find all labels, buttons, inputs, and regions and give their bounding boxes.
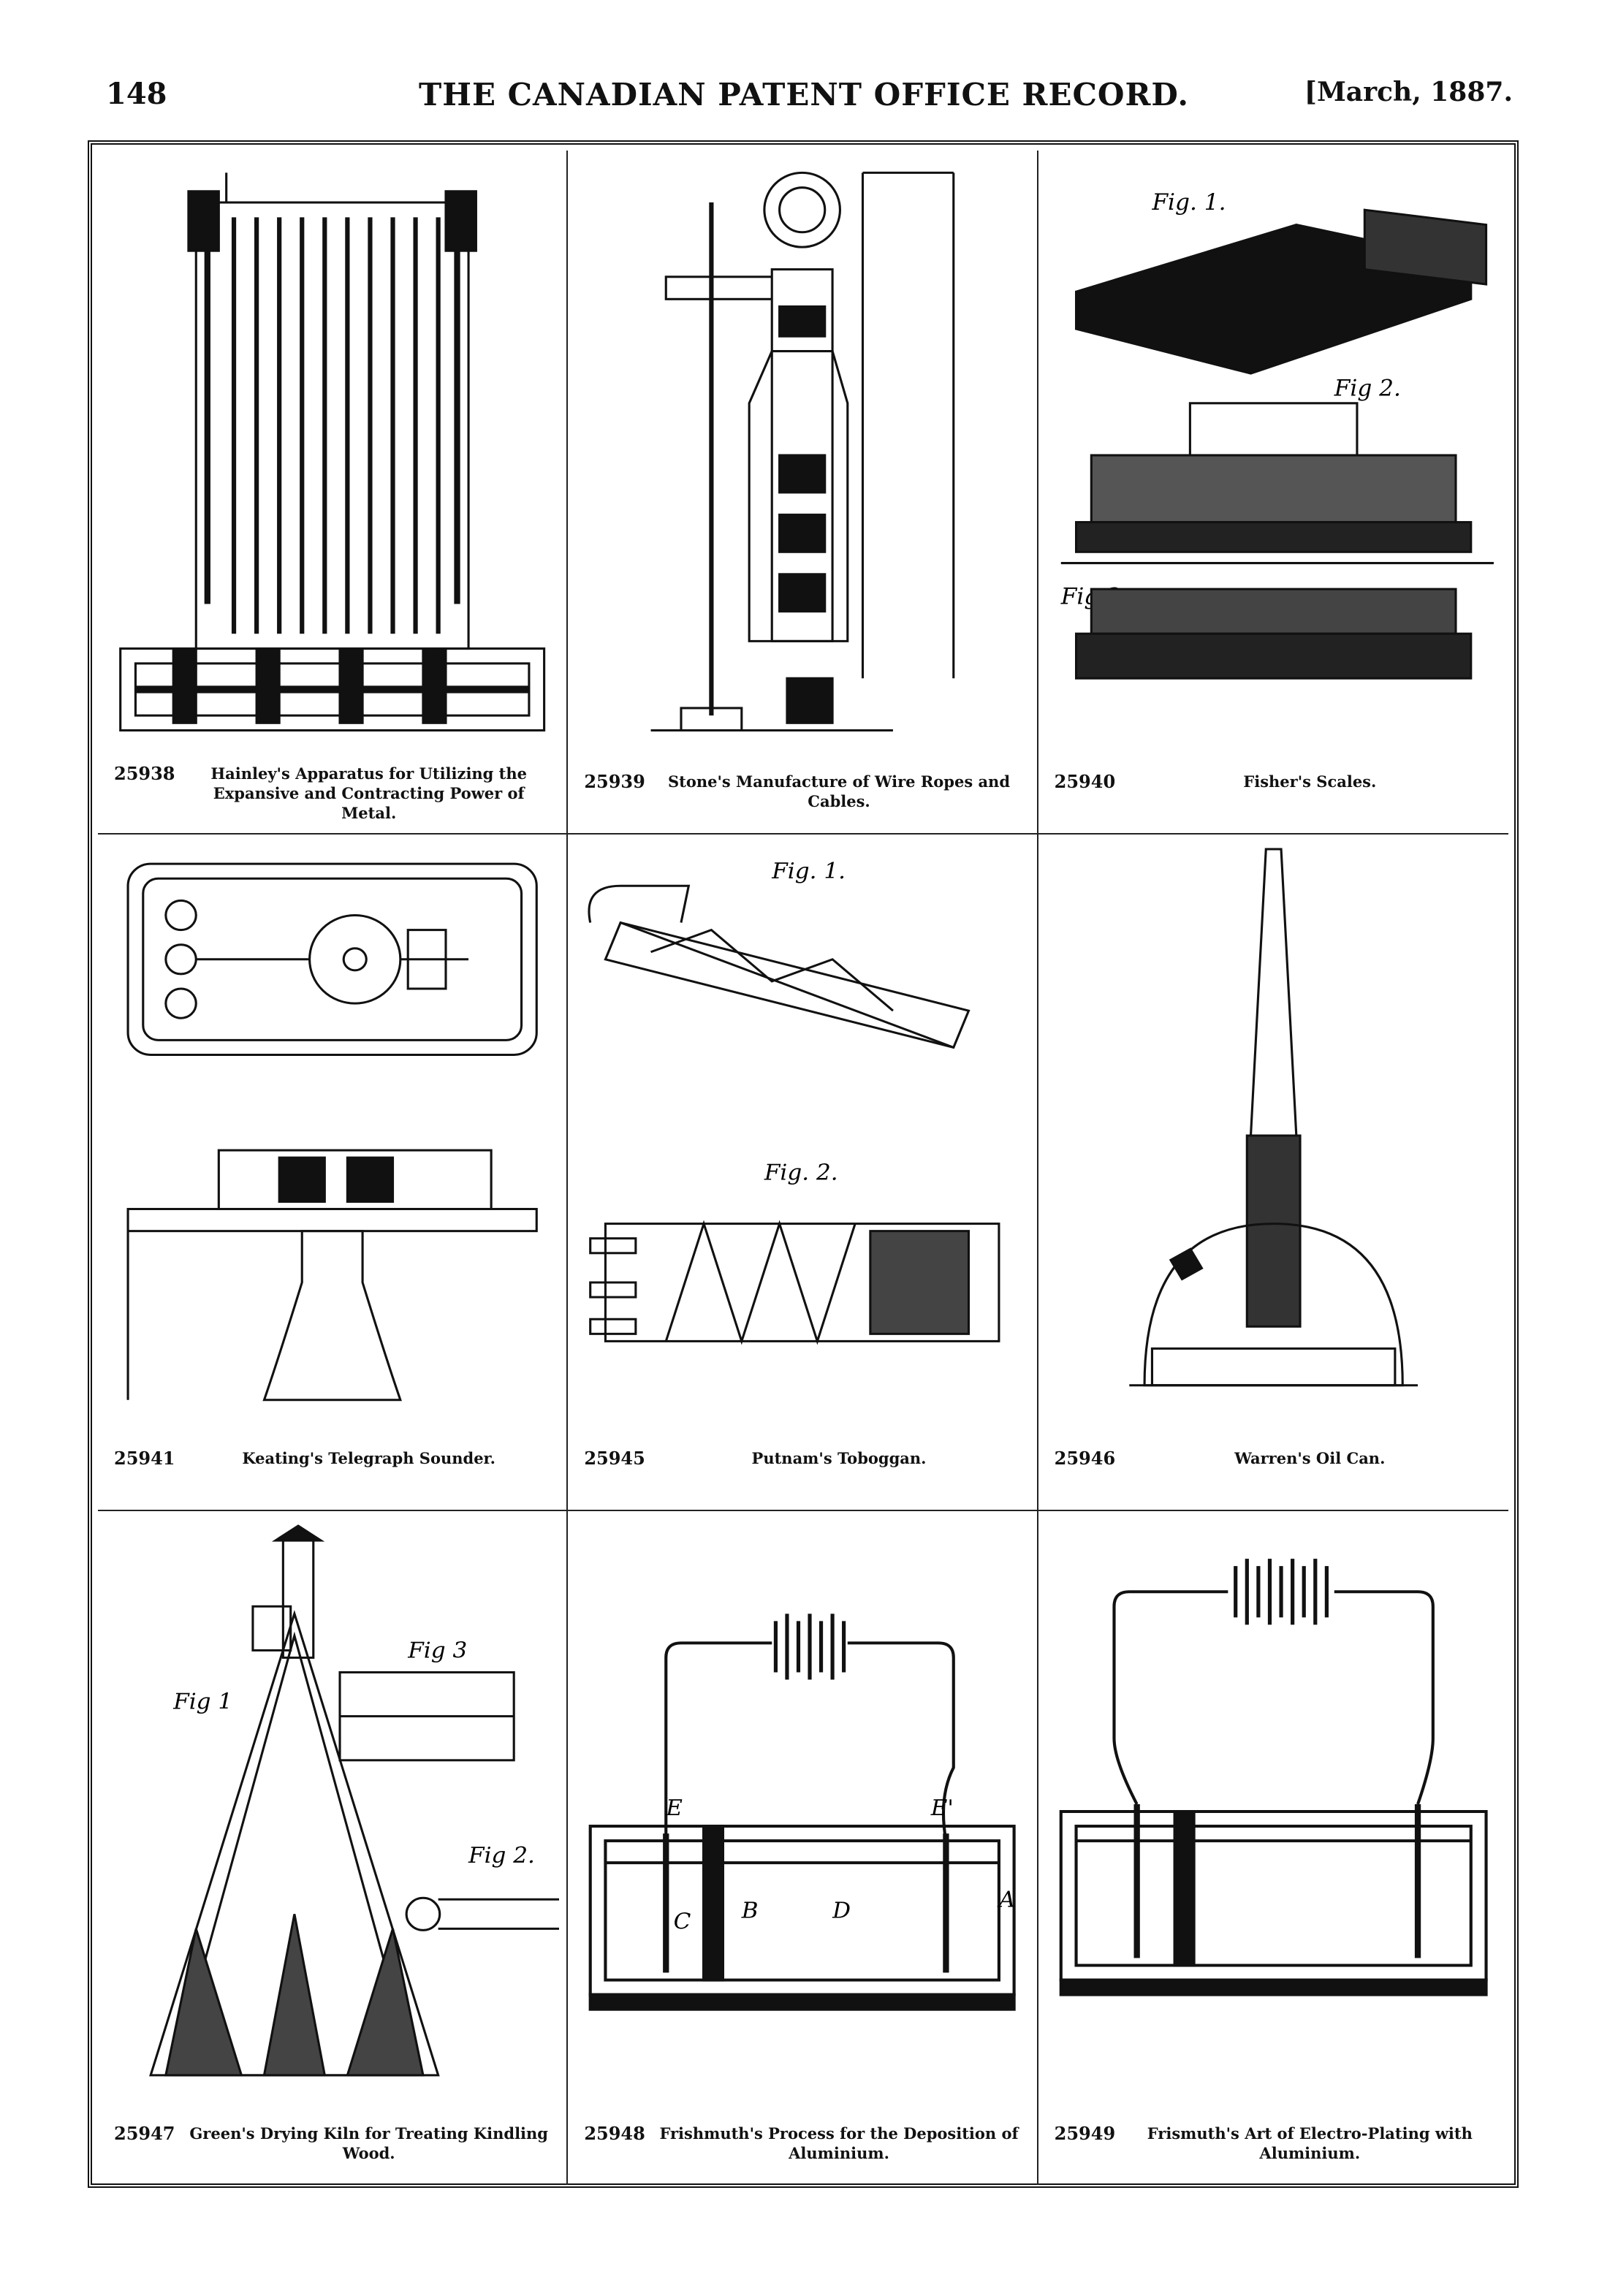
patent-number: 25938 <box>114 763 175 784</box>
patent-title: Warren's Oil Can. <box>1234 1449 1386 1467</box>
frishmuth-b-label: B <box>741 1898 759 1923</box>
caption-25945: 25945 Putnam's Toboggan. <box>584 1448 1020 1499</box>
patent-title: Fisher's Scales. <box>1243 772 1377 791</box>
illustration-stone-wire-ropes <box>575 158 1029 753</box>
patent-cell-25938: 25938 Hainley's Apparatus for Utilizing … <box>98 151 569 835</box>
patent-cell-25949: 25949 Frismuth's Art of Electro-Plating … <box>1038 1511 1508 2185</box>
caption-25947: 25947 Green's Drying Kiln for Treating K… <box>114 2124 550 2175</box>
patent-cell-25939: 25939 Stone's Manufacture of Wire Ropes … <box>568 151 1038 835</box>
fisher-fig1-label: Fig. 1. <box>1151 190 1226 216</box>
patent-number: 25945 <box>584 1448 645 1469</box>
patent-title: Putnam's Toboggan. <box>751 1449 927 1467</box>
putnam-fig2-label: Fig. 2. <box>764 1160 838 1185</box>
green-fig2-label: Fig 2. <box>468 1844 535 1869</box>
page-header: 148 THE CANADIAN PATENT OFFICE RECORD. [… <box>88 77 1520 121</box>
patent-title: Keating's Telegraph Sounder. <box>242 1449 495 1467</box>
green-fig3-label: Fig 3 <box>407 1638 467 1663</box>
patent-number: 25939 <box>584 771 645 792</box>
frishmuth-d-label: D <box>832 1898 851 1923</box>
patent-number: 25948 <box>584 2123 645 2144</box>
caption-25938: 25938 Hainley's Apparatus for Utilizing … <box>114 764 550 823</box>
putnam-fig1-label: Fig. 1. <box>772 859 846 884</box>
patent-cell-25947: Fig 1 Fig 2. Fig 3 <box>98 1511 569 2185</box>
patent-title: Green's Drying Kiln for Treating Kindlin… <box>189 2124 548 2162</box>
patent-title: Stone's Manufacture of Wire Ropes and Ca… <box>667 772 1011 810</box>
patent-title: Frismuth's Art of Electro-Plating with A… <box>1147 2124 1473 2162</box>
patent-number: 25949 <box>1054 2123 1116 2144</box>
fisher-fig2-label: Fig 2. <box>1333 376 1400 402</box>
patent-title: Hainley's Apparatus for Utilizing the Ex… <box>210 764 528 822</box>
caption-25948: 25948 Frishmuth's Process for the Deposi… <box>584 2124 1020 2175</box>
patent-number: 25946 <box>1054 1448 1116 1469</box>
patent-number: 25940 <box>1054 771 1116 792</box>
patent-cell-25948: E E' B C D A 25948 Frishmuth's Process f… <box>568 1511 1038 2185</box>
patent-number: 25947 <box>114 2123 175 2144</box>
illustration-frishmuth-deposition: E E' B C D A <box>575 1518 1029 2105</box>
publication-title: THE CANADIAN PATENT OFFICE RECORD. <box>419 77 1189 113</box>
illustration-green-drying-kiln: Fig 1 Fig 2. Fig 3 <box>105 1518 560 2105</box>
caption-25946: 25946 Warren's Oil Can. <box>1055 1448 1492 1499</box>
patent-cell-25945: Fig. 1. Fig. 2. 25945 Put <box>568 835 1038 1511</box>
illustration-warren-oil-can <box>1046 842 1501 1429</box>
patent-cell-25941: 25941 Keating's Telegraph Sounder. <box>98 835 569 1511</box>
page-number: 148 <box>106 77 167 111</box>
illustration-frismuth-electroplating <box>1046 1518 1501 2105</box>
frishmuth-e1-label: E' <box>930 1795 954 1820</box>
patent-cell-25940: Fig. 1. Fig 2. Fig 3. <box>1038 151 1508 835</box>
green-fig1-label: Fig 1 <box>172 1689 232 1714</box>
plate-frame: 25938 Hainley's Apparatus for Utilizing … <box>88 140 1519 2188</box>
illustration-putnam-toboggan: Fig. 1. Fig. 2. <box>575 842 1029 1429</box>
patent-title: Frishmuth's Process for the Deposition o… <box>659 2124 1019 2162</box>
issue-date: [March, 1887. <box>1304 77 1513 107</box>
illustration-hainley-apparatus <box>105 158 559 753</box>
patent-grid: 25938 Hainley's Apparatus for Utilizing … <box>98 151 1508 2185</box>
caption-25941: 25941 Keating's Telegraph Sounder. <box>114 1448 550 1499</box>
patent-number: 25941 <box>114 1448 175 1469</box>
frishmuth-e-label: E <box>666 1795 683 1820</box>
illustration-keating-telegraph-sounder <box>105 842 559 1429</box>
caption-25940: 25940 Fisher's Scales. <box>1055 772 1492 823</box>
frishmuth-a-label: A <box>997 1888 1015 1912</box>
illustration-fisher-scales: Fig. 1. Fig 2. Fig 3. <box>1046 158 1501 753</box>
patent-cell-25946: 25946 Warren's Oil Can. <box>1038 835 1508 1511</box>
caption-25949: 25949 Frismuth's Art of Electro-Plating … <box>1055 2124 1492 2175</box>
caption-25939: 25939 Stone's Manufacture of Wire Ropes … <box>584 772 1020 823</box>
frishmuth-c-label: C <box>674 1909 691 1934</box>
